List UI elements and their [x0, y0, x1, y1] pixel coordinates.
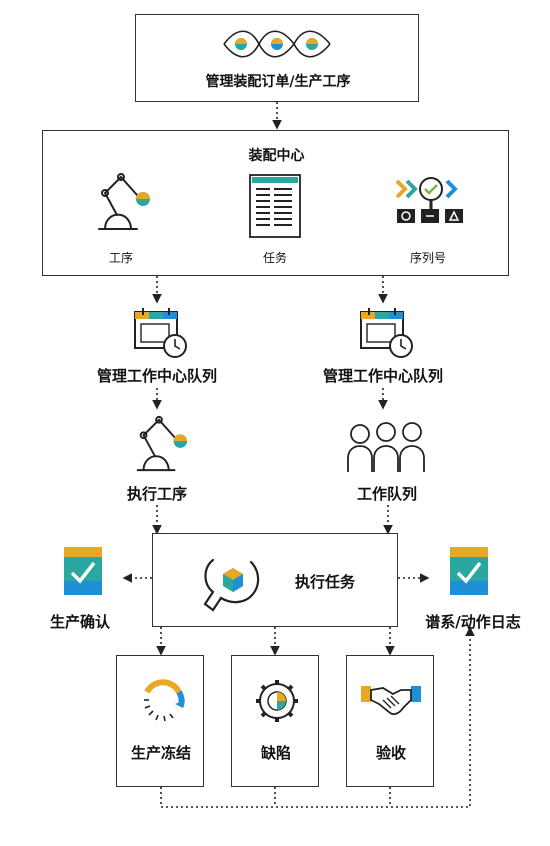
- people-group-icon: [347, 422, 425, 472]
- calendar-clock-icon: [360, 308, 413, 358]
- execute-task-label: 执行任务: [294, 573, 355, 591]
- handshake-icon: [361, 686, 421, 715]
- edge-bottom-to-genealogy: [160, 626, 475, 808]
- manage-orders-label: 管理装配订单/生产工序: [205, 74, 351, 90]
- dna-strand-icon: [223, 30, 331, 58]
- document-check-icon: [450, 547, 488, 595]
- document-check-icon: [64, 547, 102, 595]
- assembly-center-box: 装配中心 工序 任务 序列号: [42, 130, 509, 276]
- circular-arrow-icon: [144, 679, 185, 722]
- calendar-clock-icon: [134, 308, 187, 358]
- production-freeze-label: 生产冻结: [130, 744, 191, 762]
- assembly-center-title: 装配中心: [248, 148, 305, 164]
- defects-box: 缺陷: [231, 655, 319, 787]
- serial-numbers-label: 序列号: [409, 251, 446, 265]
- manage-orders-box: 管理装配订单/生产工序: [135, 14, 419, 102]
- execute-task-box: 执行任务: [152, 533, 398, 627]
- robot-arm-icon: [98, 173, 150, 230]
- defects-label: 缺陷: [260, 744, 291, 762]
- wrench-hex-icon: [203, 558, 260, 612]
- queue-left-label: 管理工作中心队列: [96, 367, 217, 385]
- operations-label: 工序: [108, 251, 133, 265]
- serial-scan-icon: [395, 177, 463, 223]
- production-freeze-box: 生产冻结: [116, 655, 204, 787]
- tasks-label: 任务: [262, 251, 287, 265]
- queue-right-label: 管理工作中心队列: [322, 367, 443, 385]
- production-confirmation-label: 生产确认: [49, 613, 110, 631]
- acceptance-label: 验收: [375, 744, 406, 762]
- gear-icon: [256, 680, 298, 722]
- document-list-icon: [249, 174, 301, 238]
- robot-arm-icon: [136, 415, 188, 472]
- execute-operation-label: 执行工序: [126, 485, 187, 503]
- work-queue-label: 工作队列: [356, 485, 417, 503]
- genealogy-log-label: 谱系/动作日志: [425, 613, 521, 631]
- acceptance-box: 验收: [346, 655, 434, 787]
